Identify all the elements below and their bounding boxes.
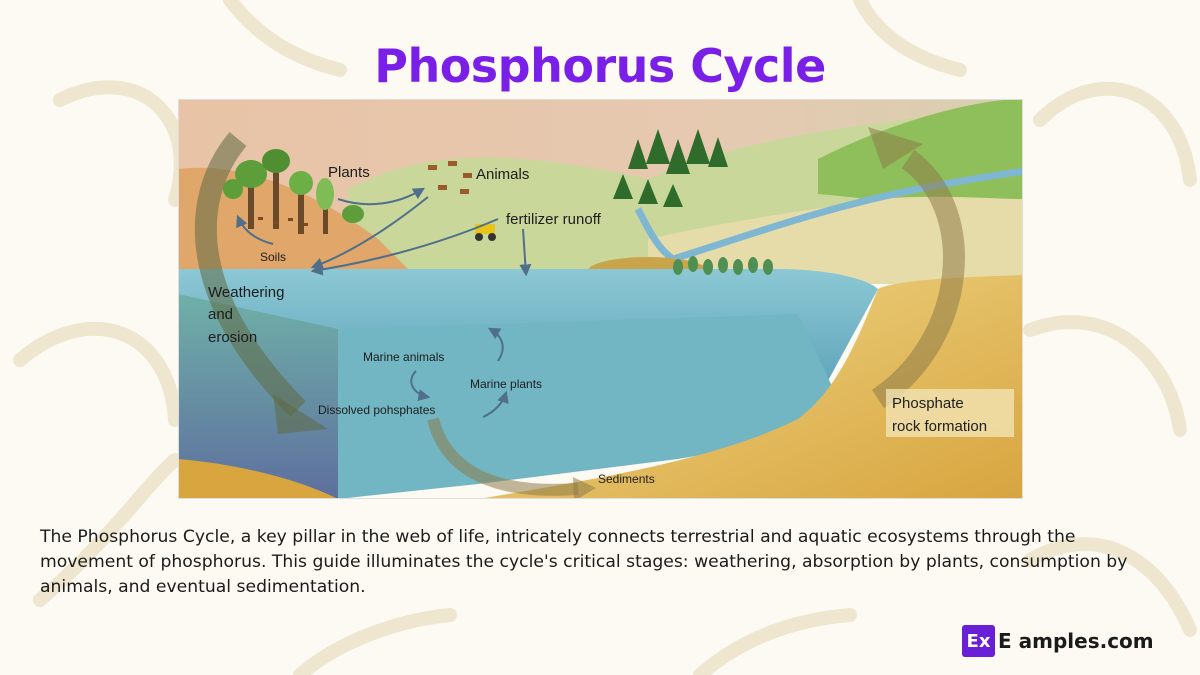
label-weathering-and: and [208, 306, 233, 323]
label-soils: Soils [260, 250, 286, 264]
phosphorus-cycle-diagram: Plants Animals fertilizer runoff Soils W… [178, 99, 1023, 499]
label-sediments: Sediments [598, 472, 655, 486]
label-animals: Animals [476, 166, 529, 183]
label-fertilizer-runoff: fertilizer runoff [506, 211, 602, 228]
brand-text: E amples.com [998, 629, 1154, 653]
label-rock-formation: rock formation [892, 418, 987, 435]
description-paragraph: The Phosphorus Cycle, a key pillar in th… [40, 525, 1160, 600]
brand-badge: Ex [962, 625, 995, 657]
label-marine-animals: Marine animals [363, 350, 444, 364]
label-phosphate: Phosphate [892, 395, 964, 412]
brand-logo[interactable]: Ex E amples.com [962, 625, 1154, 657]
label-plants: Plants [328, 164, 370, 181]
label-marine-plants: Marine plants [470, 377, 542, 391]
label-erosion: erosion [208, 329, 257, 346]
label-weathering: Weathering [208, 284, 284, 301]
page-title: Phosphorus Cycle [0, 39, 1200, 93]
label-dissolved-phosphates: Dissolved pohsphates [318, 403, 435, 417]
